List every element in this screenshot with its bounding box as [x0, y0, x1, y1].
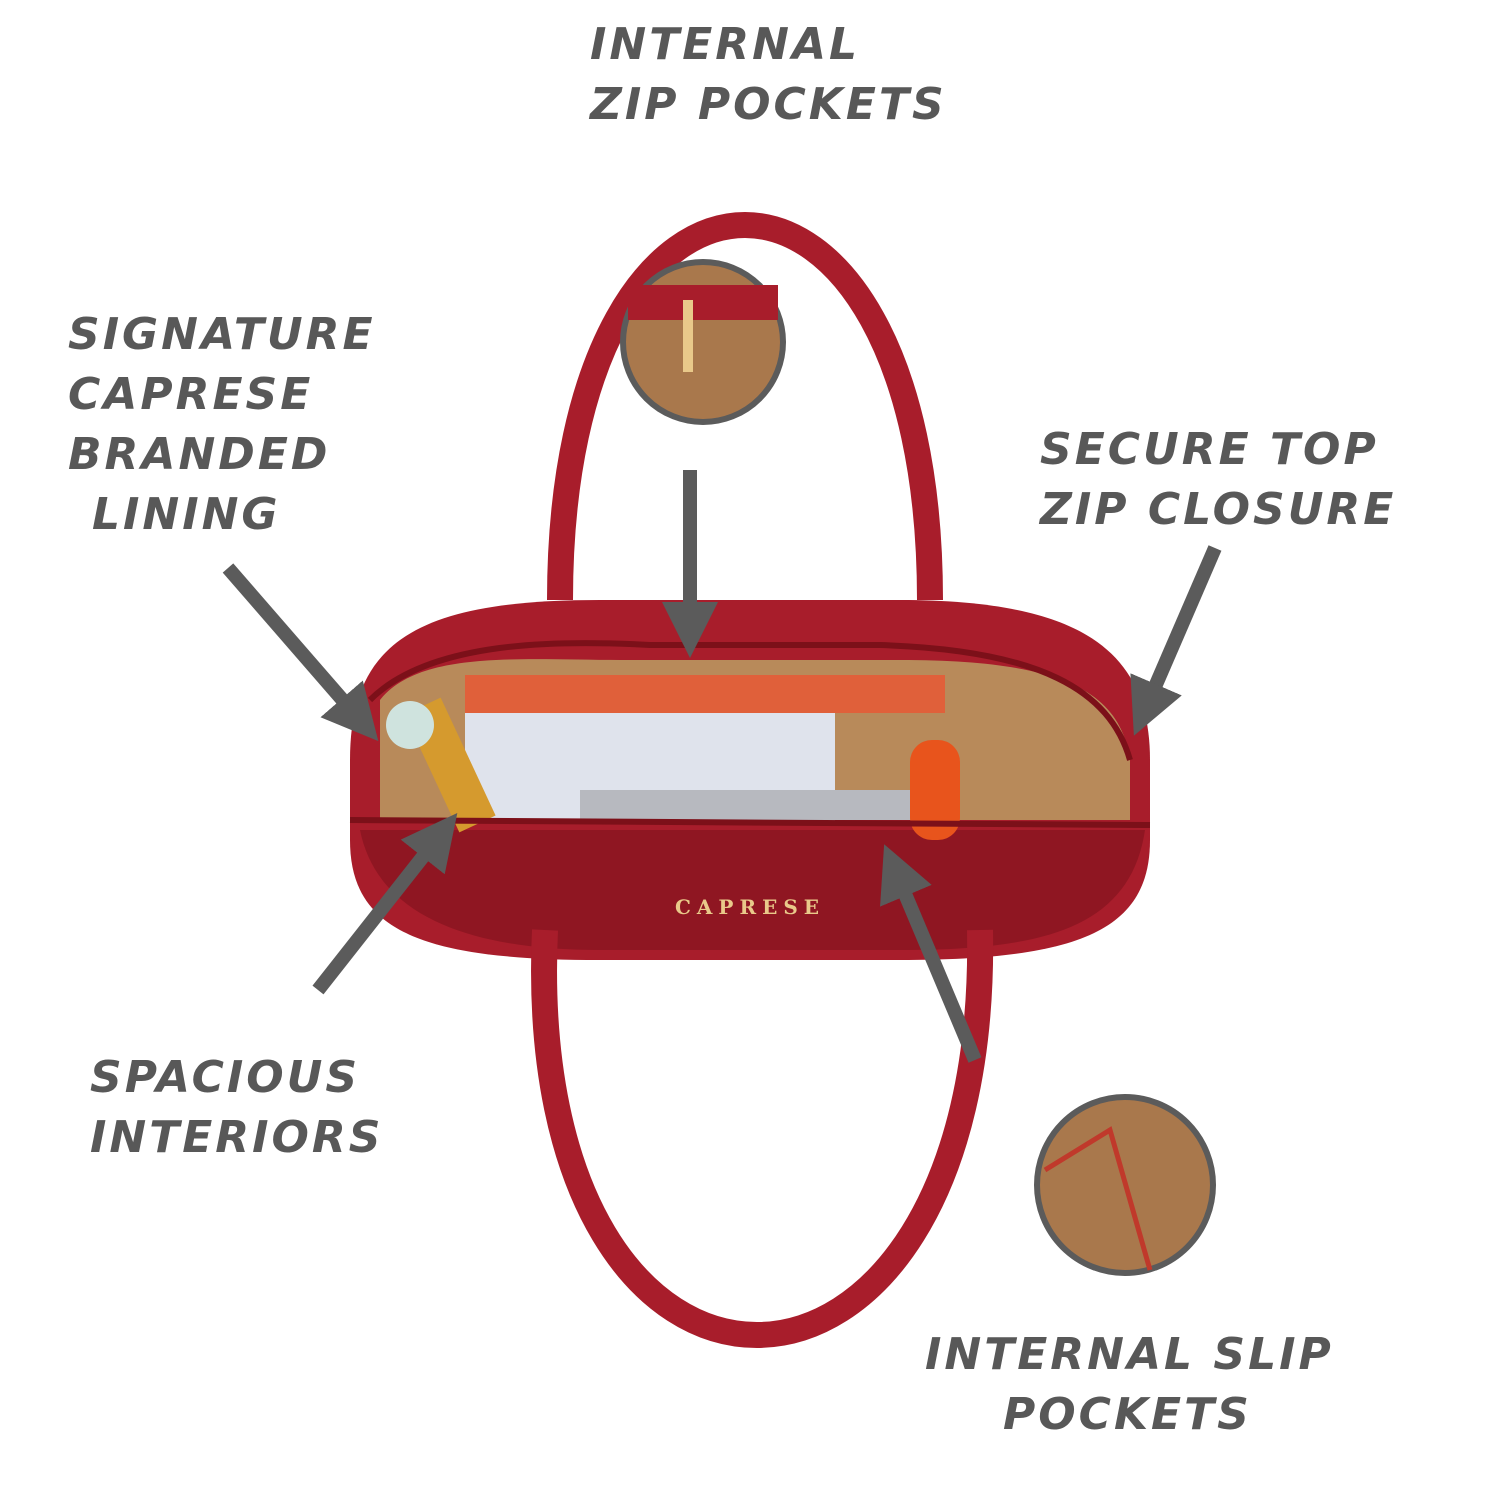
- zip-pocket-detail-circle: [620, 259, 786, 425]
- bottom-handle: [531, 929, 994, 1348]
- label-internal-slip-pockets: INTERNAL SLIP POCKETS: [925, 1325, 1334, 1445]
- arrow-spacious: [312, 812, 458, 995]
- label-secure-zip: SECURE TOP ZIP CLOSURE: [1040, 420, 1396, 540]
- label-line: LINING: [92, 489, 281, 540]
- label-line: INTERIORS: [90, 1112, 384, 1163]
- label-line: BRANDED: [68, 429, 331, 480]
- label-line: ZIP CLOSURE: [1040, 484, 1397, 535]
- label-line: CAPRESE: [68, 369, 314, 420]
- slip-pocket-detail-circle: [1034, 1094, 1216, 1276]
- brand-logo: CAPRESE: [675, 895, 825, 919]
- top-handle: [547, 212, 943, 601]
- label-line: SIGNATURE: [68, 309, 376, 360]
- label-signature-lining: SIGNATURE CAPRESE BRANDED LINING: [68, 305, 376, 545]
- label-line: INTERNAL: [590, 19, 861, 70]
- arrow-slip-pockets: [880, 844, 982, 1063]
- label-line: SECURE TOP: [1040, 424, 1379, 475]
- label-line: SPACIOUS: [90, 1052, 361, 1103]
- label-line: ZIP POCKETS: [590, 79, 947, 130]
- arrow-lining: [222, 563, 379, 742]
- label-line: INTERNAL SLIP: [925, 1329, 1334, 1380]
- branded-lining: [465, 675, 945, 713]
- label-spacious-interiors: SPACIOUS INTERIORS: [90, 1048, 384, 1168]
- label-internal-zip-pockets: INTERNAL ZIP POCKETS: [590, 15, 947, 135]
- arrow-top-zip: [1130, 545, 1222, 736]
- label-line: POCKETS: [1003, 1389, 1252, 1440]
